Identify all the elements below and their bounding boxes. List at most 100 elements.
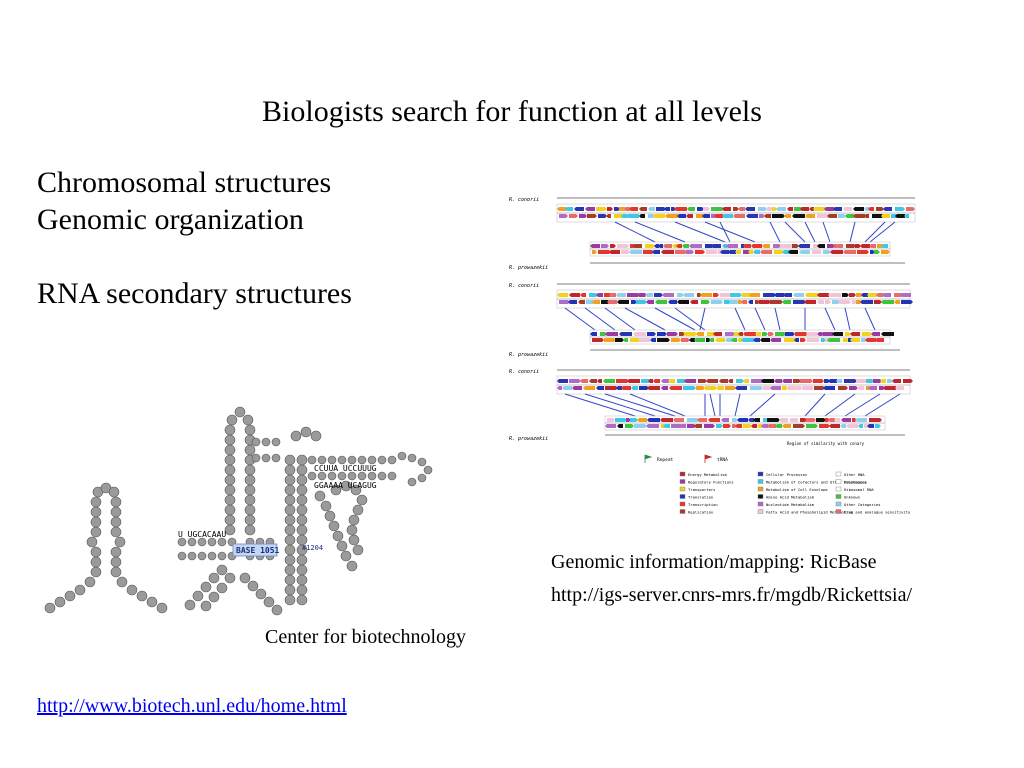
gene-arrow	[864, 214, 869, 218]
gene-arrow	[767, 424, 776, 428]
gene-arrow	[663, 244, 672, 248]
gene-arrow	[697, 207, 704, 211]
gene-arrow	[589, 293, 598, 297]
gene-arrow	[607, 300, 617, 304]
gene-arrow	[761, 424, 768, 428]
gene-arrow	[895, 214, 905, 218]
gene-arrow	[801, 386, 813, 390]
gene-arrow	[647, 418, 660, 422]
gene-arrow	[565, 207, 573, 211]
gene-arrow	[843, 338, 849, 342]
gene-arrow	[705, 244, 714, 248]
gene-arrow	[716, 424, 723, 428]
base-label-box	[232, 543, 278, 557]
gene-arrow	[798, 244, 810, 248]
gene-arrow	[751, 244, 762, 248]
gene-arrow	[774, 379, 782, 383]
gene-arrow	[887, 379, 893, 383]
gene-arrow	[661, 250, 674, 254]
gene-arrow	[603, 379, 615, 383]
gene-arrow	[853, 207, 864, 211]
gene-arrow	[735, 424, 742, 428]
gene-arrow	[846, 244, 856, 248]
legend-swatch	[679, 509, 686, 514]
legend-label: Replication	[688, 510, 713, 515]
gene-arrow	[830, 250, 843, 254]
gene-arrow	[711, 300, 723, 304]
gene-arrow	[735, 386, 747, 390]
gene-arrow	[679, 332, 685, 336]
legend-label: Transcription	[688, 502, 718, 507]
gene-arrow	[773, 244, 781, 248]
gene-arrow	[881, 244, 888, 248]
gene-arrow	[596, 293, 603, 297]
gene-arrow	[755, 300, 760, 304]
species-label-top-1: R. conorii	[509, 197, 539, 203]
gene-arrow	[738, 300, 743, 304]
gene-arrow	[807, 338, 820, 342]
gene-arrow	[809, 207, 814, 211]
gene-arrow	[761, 379, 774, 383]
gene-arrow	[607, 207, 613, 211]
gene-arrow	[794, 338, 799, 342]
gene-arrow	[683, 293, 694, 297]
gene-arrow	[598, 250, 611, 254]
gene-arrow	[894, 293, 903, 297]
gene-arrow	[883, 207, 892, 211]
gene-arrow	[630, 338, 641, 342]
gene-arrow	[616, 293, 626, 297]
gene-arrow	[733, 214, 745, 218]
biotech-link[interactable]: http://www.biotech.unl.edu/home.html	[37, 695, 347, 717]
gene-arrow	[827, 244, 835, 248]
gene-arrow	[774, 293, 784, 297]
gene-arrow	[737, 338, 742, 342]
gene-arrow	[776, 207, 786, 211]
gene-arrow	[874, 300, 882, 304]
gene-arrow	[746, 214, 758, 218]
legend-label: Other RNA	[844, 472, 865, 477]
gene-arrow	[726, 244, 738, 248]
gene-arrow	[648, 207, 655, 211]
gene-arrow	[728, 379, 733, 383]
gene-arrow	[855, 244, 861, 248]
gene-arrow	[562, 386, 572, 390]
gene-arrow	[646, 300, 654, 304]
gene-arrow	[817, 300, 824, 304]
species-label-bottom-2: R. prowazekii	[509, 352, 548, 358]
gene-arrow	[862, 332, 872, 336]
gene-arrow	[823, 250, 831, 254]
gene-arrow	[639, 207, 647, 211]
gene-arrow	[655, 300, 667, 304]
gene-arrow	[684, 379, 696, 383]
gene-arrow	[689, 338, 695, 342]
gene-arrow	[743, 332, 756, 336]
gene-arrow	[875, 424, 881, 428]
gene-arrow	[860, 300, 873, 304]
gene-arrow	[657, 338, 670, 342]
gene-arrow	[700, 293, 712, 297]
gene-arrow	[876, 207, 884, 211]
gene-arrow	[586, 300, 595, 304]
legend-swatch	[679, 494, 686, 499]
legend-label: Ribosomal RNA	[844, 487, 874, 492]
gene-arrow	[806, 424, 818, 428]
gene-arrow	[627, 379, 640, 383]
gene-arrow	[697, 418, 707, 422]
gene-arrow	[629, 250, 642, 254]
gene-arrow	[856, 300, 862, 304]
gene-arrow	[713, 332, 722, 336]
gene-arrow	[759, 214, 765, 218]
gene-arrow	[772, 207, 777, 211]
legend-swatch	[679, 486, 686, 492]
gene-arrow	[614, 214, 624, 218]
gene-arrow	[793, 300, 806, 304]
gene-arrow	[633, 332, 646, 336]
gene-arrow	[557, 379, 568, 383]
gene-arrow	[589, 379, 597, 383]
caption-center-for-biotechnology: Center for biotechnology	[265, 626, 467, 648]
legend-swatch	[835, 479, 842, 484]
gene-arrow	[569, 214, 578, 218]
key-label: Repeat	[657, 457, 674, 463]
gene-arrow	[813, 244, 819, 248]
similarity-note: Region of similarity with conary	[787, 441, 865, 446]
